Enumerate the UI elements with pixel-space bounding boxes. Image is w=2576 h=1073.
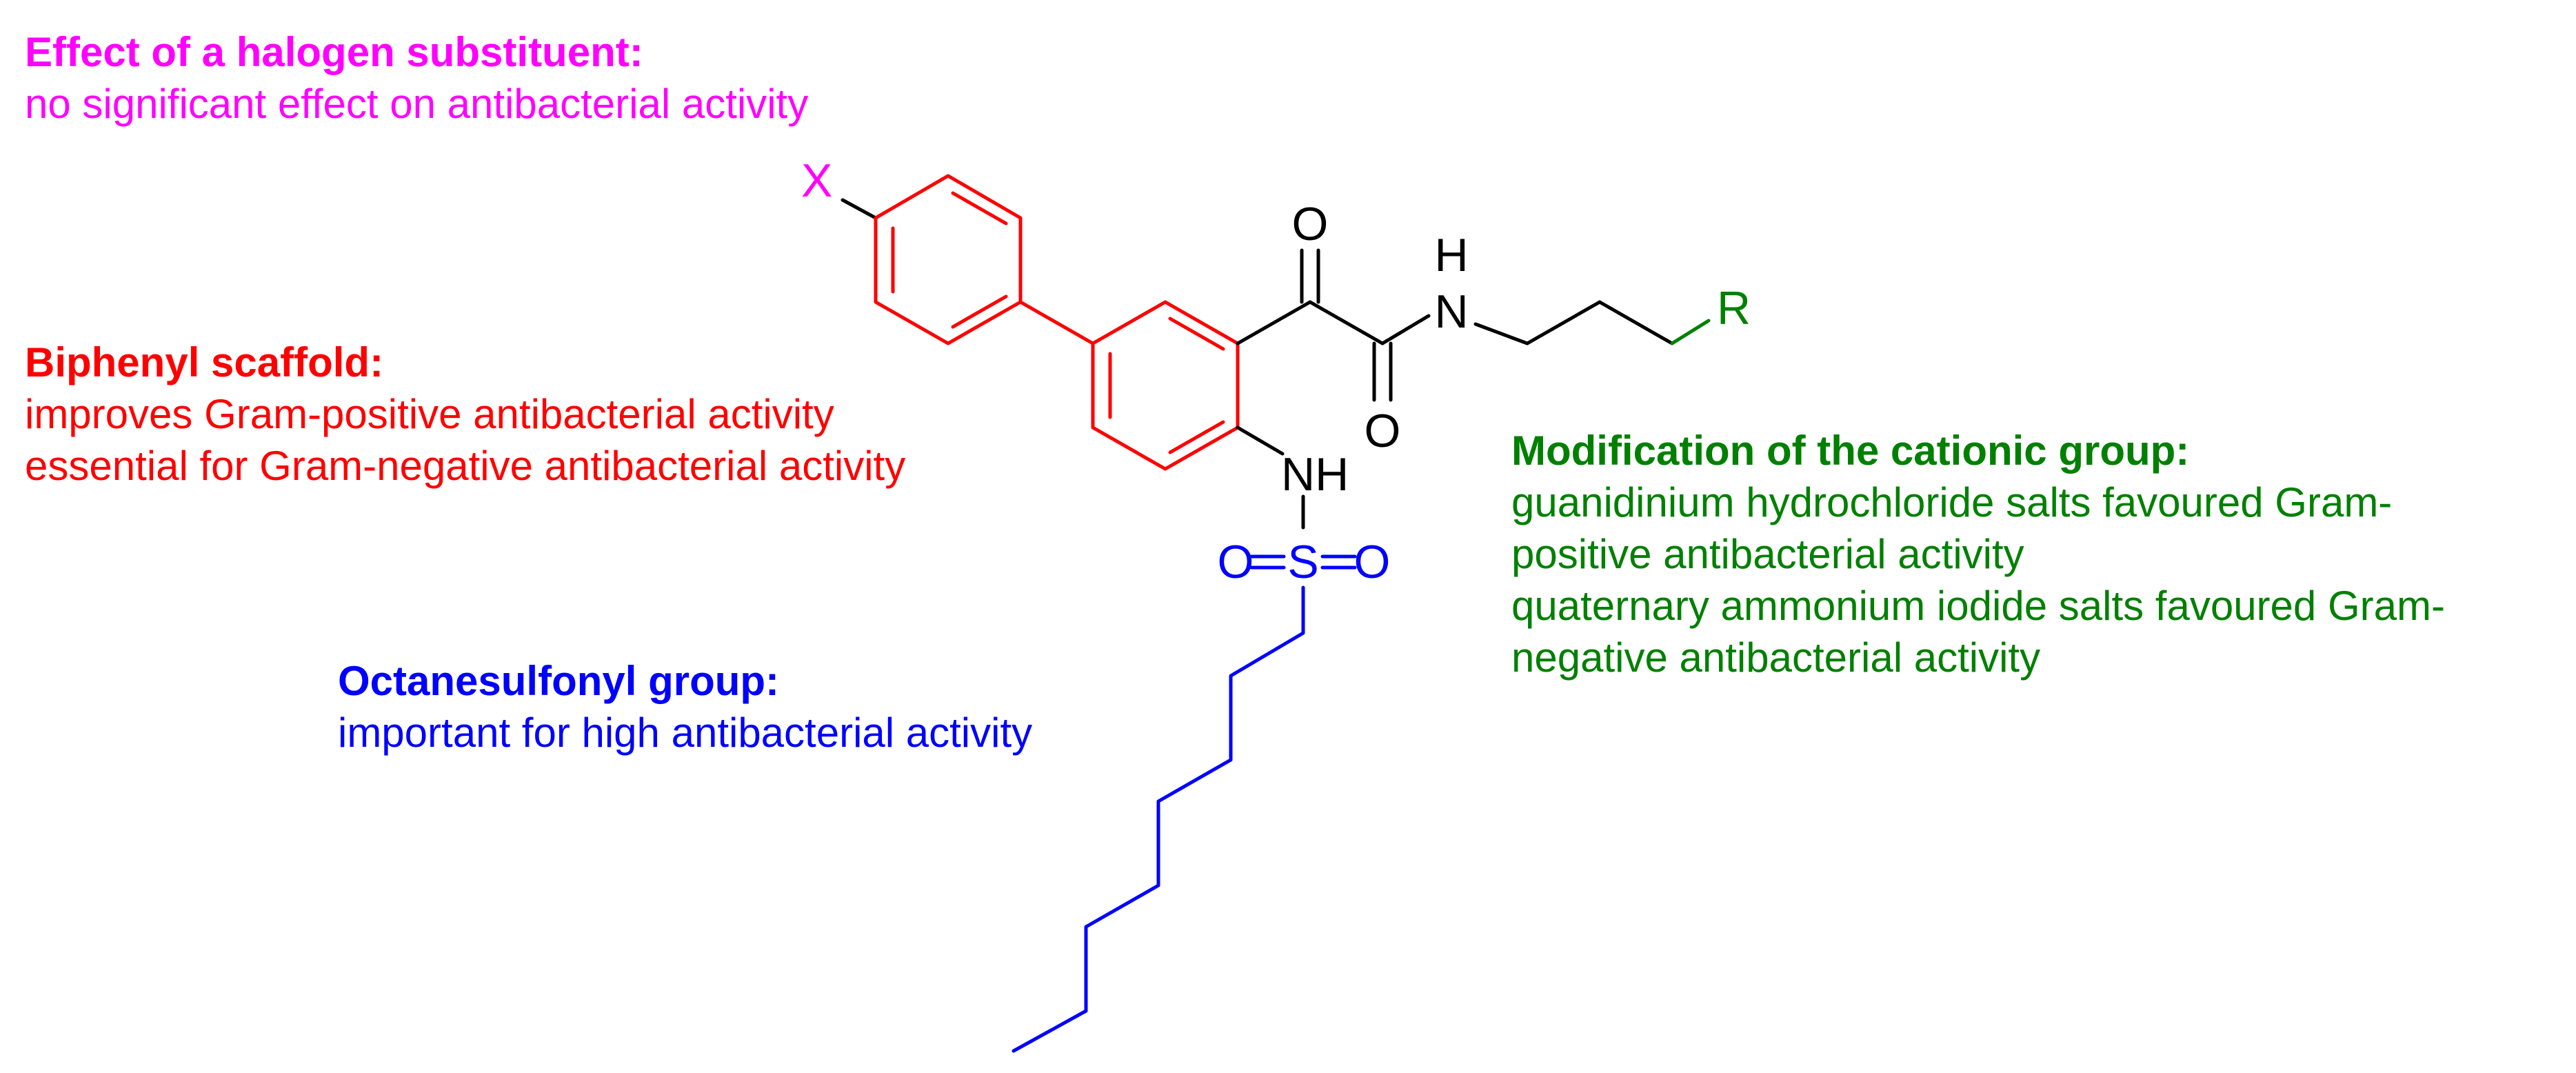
halogen-annotation-line: no significant effect on antibacterial a… [25,81,809,127]
biphenyl-annotation: Biphenyl scaffold: improves Gram-positiv… [25,337,905,492]
ketone-oxygen-label: O [1292,198,1329,250]
cationic-group-label: R [1717,282,1751,334]
cationic-annotation-line: quaternary ammonium iodide salts favoure… [1511,583,2445,629]
amide-nitrogen-label: N [1434,285,1468,338]
sulfur-atom-label: S [1287,536,1318,588]
biaryl-bond [1018,300,1095,345]
amide-oxygen-label: O [1365,405,1401,457]
sulfonyl-oxygen-left-label: O [1218,536,1254,588]
amide-hydrogen-label: H [1434,229,1468,281]
biphenyl-annotation-line: essential for Gram-negative antibacteria… [25,443,906,489]
biphenyl-annotation-line: improves Gram-positive antibacterial act… [25,391,834,437]
phenyl-ring-a [874,174,1023,345]
sulfonamide-nh-label: NH [1281,448,1349,501]
cationic-annotation-line: positive antibacterial activity [1511,531,2024,577]
cationic-bond [1670,319,1711,345]
sulfonyl-annotation: Octanesulfonyl group: important for high… [338,655,1032,759]
cationic-annotation: Modification of the cationic group: guan… [1511,425,2445,683]
octyl-chain [1012,585,1305,1053]
halogen-annotation: Effect of a halogen substituent: no sign… [25,26,808,130]
sulfonyl-annotation-line: important for high antibacterial activit… [338,710,1033,756]
halogen-atom-label: X [801,154,832,207]
sulfonamide-bond [1236,425,1305,530]
cationic-annotation-line: negative antibacterial activity [1511,634,2041,681]
halogen-bond [841,198,878,220]
biphenyl-annotation-title: Biphenyl scaffold: [25,339,384,385]
cationic-annotation-line: guanidinium hydrochloride salts favoured… [1511,479,2393,525]
phenyl-ring-b [1091,300,1240,471]
sulfonyl-bonds [1249,554,1357,570]
cationic-annotation-title: Modification of the cationic group: [1511,428,2190,474]
atom-labels: X R O O H N NH O S O [801,154,1751,588]
halogen-annotation-title: Effect of a halogen substituent: [25,29,643,75]
ketoamide-chain [1236,248,1674,402]
sulfonyl-oxygen-right-label: O [1354,536,1391,588]
sulfonyl-annotation-title: Octanesulfonyl group: [338,658,780,704]
